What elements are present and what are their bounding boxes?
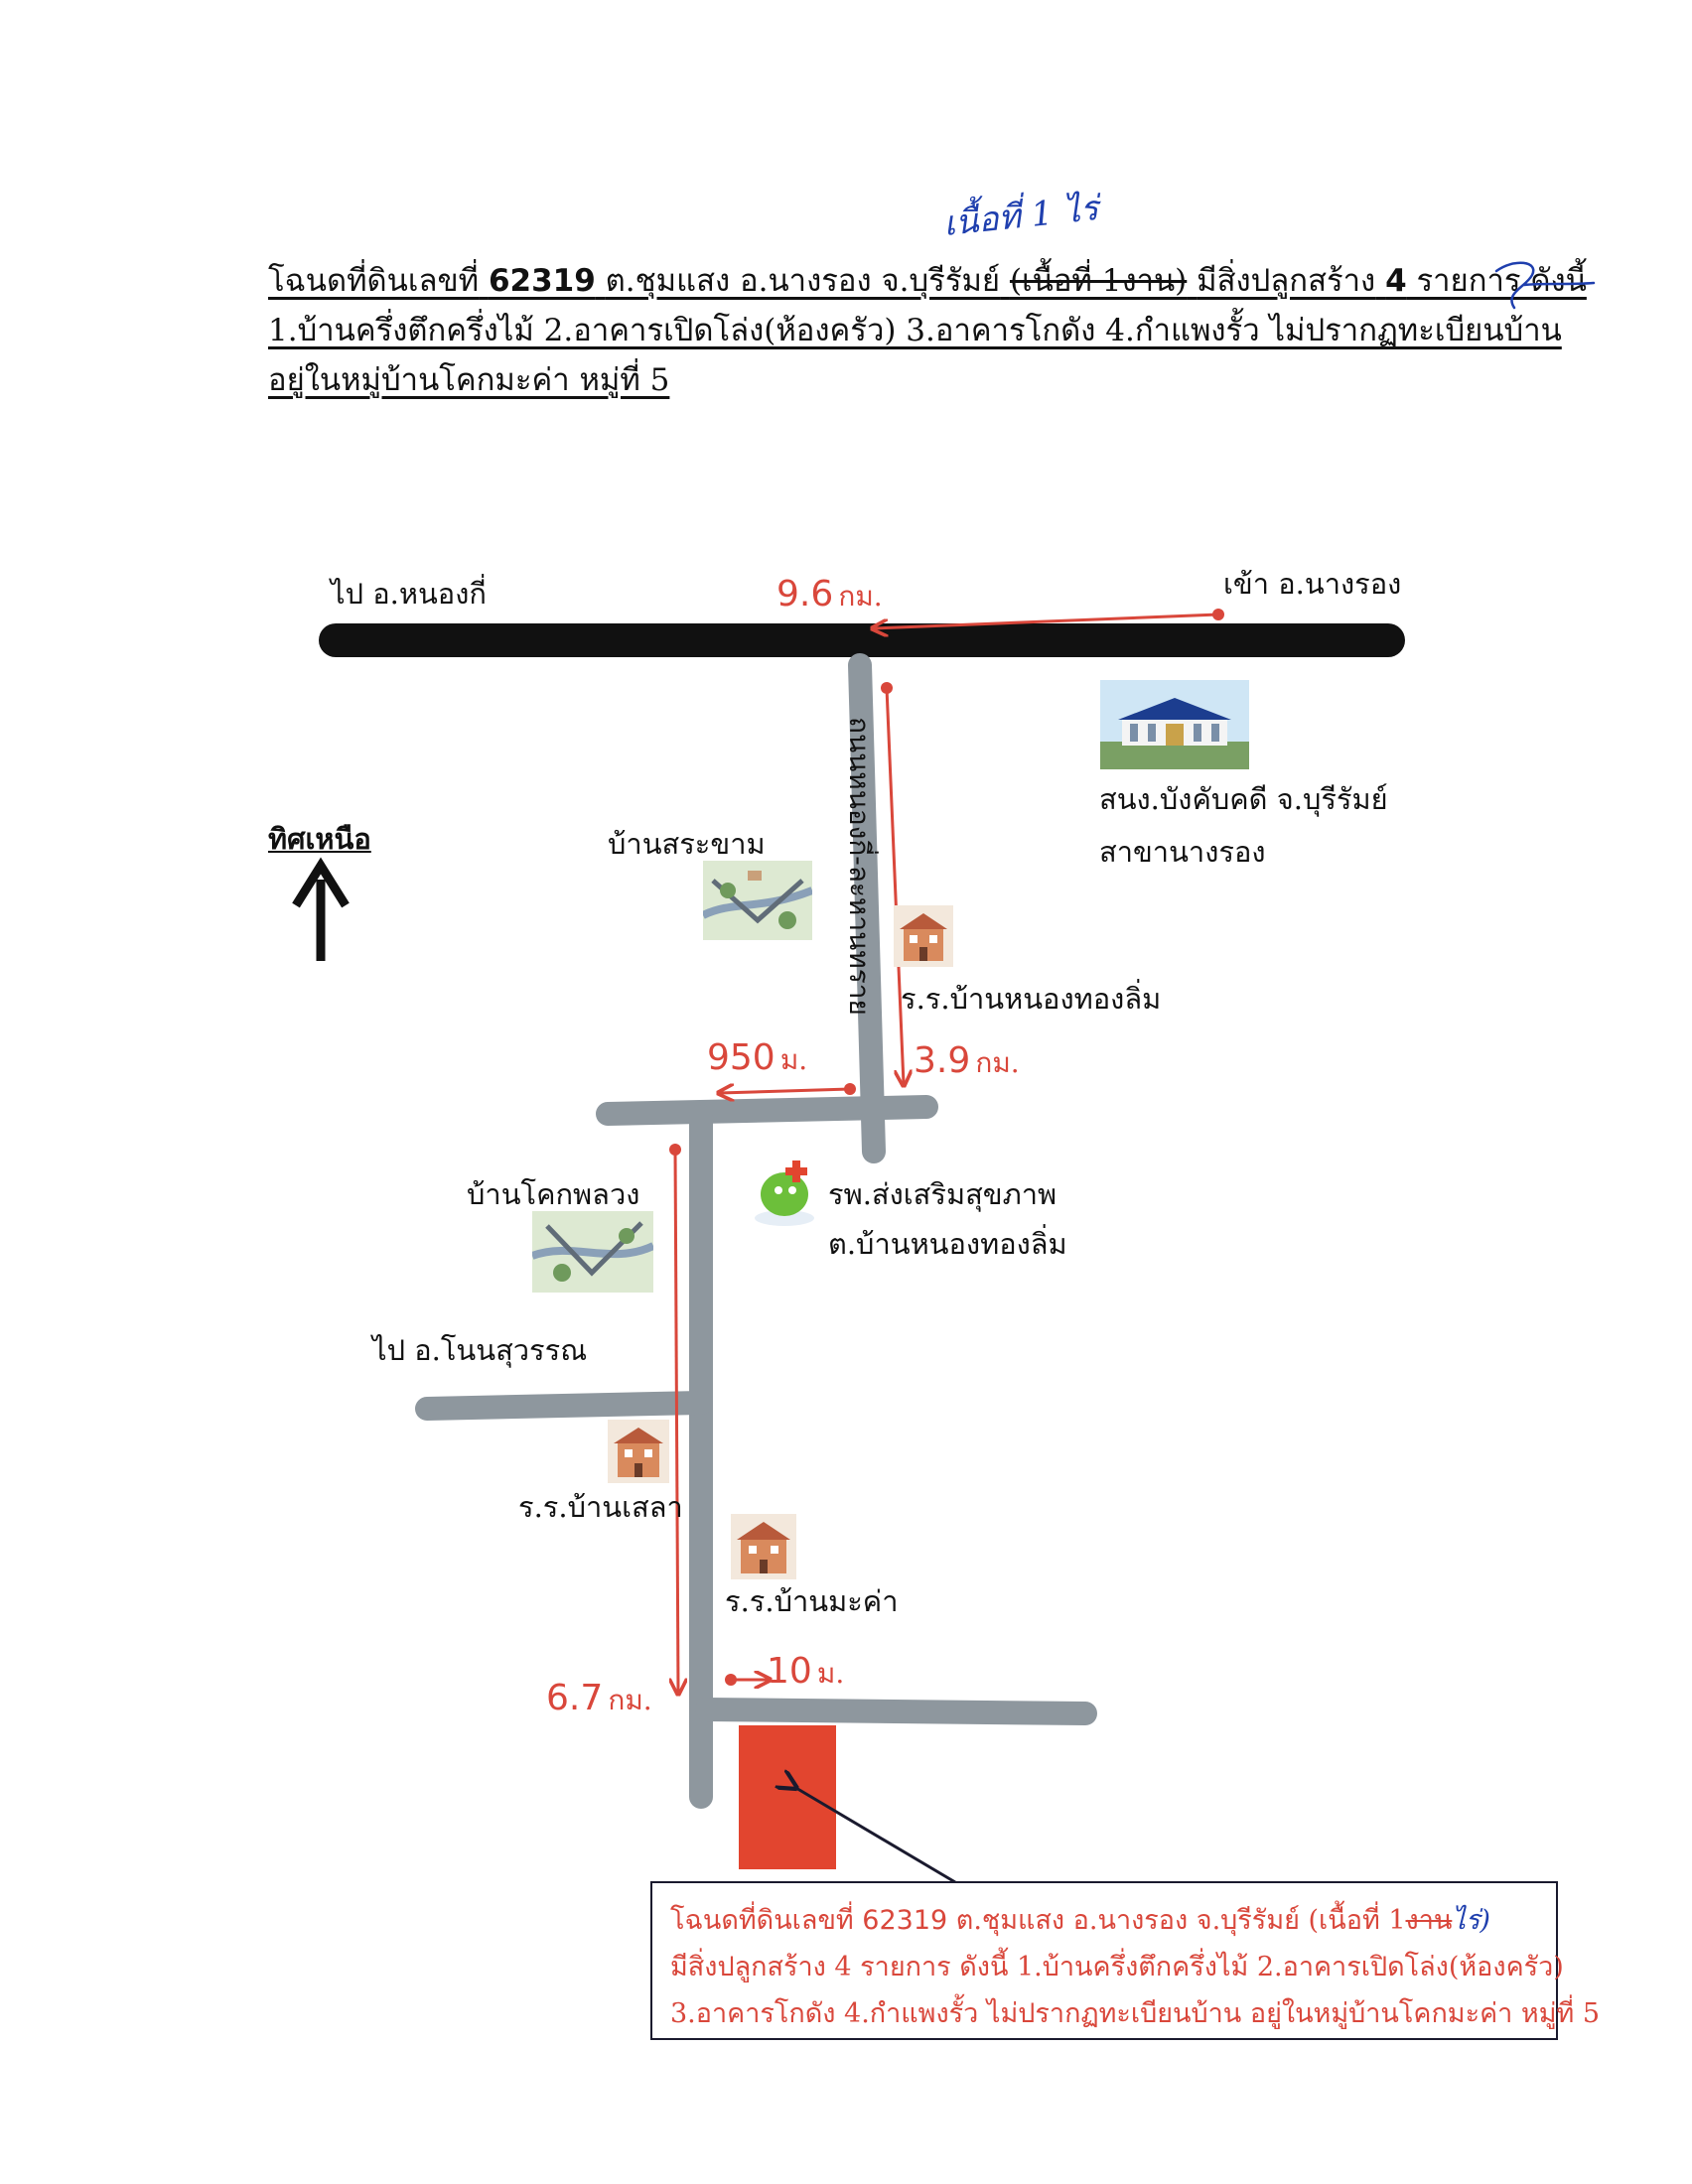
heading-struck-area: (เนื้อที่ 1งาน) (1009, 263, 1188, 299)
distance-10m: 10 ม. (767, 1651, 845, 1692)
infobox-deed-number: 62319 (862, 1905, 948, 1936)
village-khok-phluang-image (532, 1211, 653, 1293)
health-promotion-hospital-icon (755, 1160, 814, 1226)
label-court-office-line1: สนง.บังคับคดี จ.บุรีรัมย์ (1099, 782, 1388, 816)
distance-9-6km: 9.6 กม. (776, 574, 883, 614)
label-hospital-line1: รพ.ส่งเสริมสุขภาพ (828, 1177, 1058, 1211)
infobox-struck-unit: งาน (1405, 1905, 1453, 1936)
label-to-nang-rong: เข้า อ.นางรอง (1223, 567, 1402, 601)
land-plot (739, 1725, 836, 1869)
route-arrows (669, 609, 1224, 1693)
north-arrow-icon (292, 857, 350, 961)
road-bottom (695, 1698, 1097, 1725)
plot-pointer-arrow (794, 1787, 956, 1884)
court-office-image (1100, 680, 1249, 769)
road-to-non-suwan (415, 1391, 713, 1421)
distance-6-7km: 6.7 กม. (546, 1678, 652, 1718)
route-dot (669, 1144, 681, 1156)
distance-950m: 950 ม. (707, 1037, 808, 1078)
label-to-non-suwan: ไป อ.โนนสุวรรณ (372, 1333, 588, 1367)
route-arrow-9-6km (874, 613, 1219, 628)
signature-initials (1494, 261, 1596, 310)
deed-info-box: โฉนดที่ดินเลขที่ 62319 ต.ชุมแสง อ.นางรอง… (650, 1881, 1601, 2040)
road-name-label: ถนนหนองกี่-ละหานทราย (843, 717, 876, 1016)
route-dot (844, 1083, 856, 1095)
building-count: 4 (1385, 263, 1407, 299)
label-ban-sakham: บ้านสระขาม (608, 827, 766, 861)
infobox-line-2: มีสิ่งปลูกสร้าง 4 รายการ ดังนี้ 1.บ้านคร… (670, 1952, 1564, 1982)
label-hospital-line2: ต.บ้านหนองทองลิ่ม (828, 1227, 1067, 1261)
label-ban-khok-phluang: บ้านโคกพลวง (467, 1177, 640, 1211)
route-start-dot (1212, 609, 1224, 620)
road-nongki-lahansai (848, 653, 886, 1163)
heading-line-1: โฉนดที่ดินเลขที่ 62319 ต.ชุมแสง อ.นางรอง… (268, 256, 1587, 306)
deed-heading: โฉนดที่ดินเลขที่ 62319 ต.ชุมแสง อ.นางรอง… (268, 256, 1587, 405)
school-sela-image (608, 1420, 669, 1483)
infobox-line-3: 3.อาคารโกดัง 4.กำแพงรั้ว ไม่ปรากฏทะเบียน… (670, 1998, 1601, 2029)
route-dot (881, 682, 893, 694)
school-makha-image (731, 1514, 796, 1579)
heading-text: โฉนดที่ดินเลขที่ (268, 263, 480, 299)
label-school-sela: ร.ร.บ้านเสลา (518, 1490, 683, 1524)
heading-text: มีสิ่งปลูกสร้าง (1197, 263, 1376, 299)
label-court-office-line2: สาขานางรอง (1099, 835, 1266, 869)
infobox-line-1: โฉนดที่ดินเลขที่ 62319 ต.ชุมแสง อ.นางรอง… (670, 1905, 1490, 1936)
route-arrow-3-9km (885, 687, 904, 1084)
village-sakham-image (703, 861, 812, 940)
infobox-handwritten-fix: ไร่) (1452, 1905, 1490, 1936)
label-school-makha: ร.ร.บ้านมะค่า (725, 1584, 899, 1618)
distance-3-9km: 3.9 กม. (914, 1040, 1020, 1081)
north-label: ทิศเหนือ (268, 822, 371, 856)
road-cross-north (596, 1095, 938, 1126)
label-school-nong-thong-lim: ร.ร.บ้านหนองทองลิ่ม (901, 982, 1162, 1016)
heading-line-3: อยู่ในหมู่บ้านโคกมะค่า หมู่ที่ 5 (268, 362, 670, 398)
heading-location: ต.ชุมแสง อ.นางรอง จ.บุรีรัมย์ (605, 263, 1001, 299)
label-to-nong-ki: ไป อ.หนองกี่ (331, 577, 487, 611)
heading-line-2: 1.บ้านครึ่งตึกครึ่งไม้ 2.อาคารเปิดโล่ง(ห… (268, 313, 1562, 348)
route-arrow-6-7km (675, 1149, 678, 1693)
route-arrow-950m (720, 1089, 851, 1093)
deed-number: 62319 (488, 263, 596, 299)
school-nong-thong-lim-image (894, 905, 953, 967)
route-dot (725, 1674, 737, 1686)
